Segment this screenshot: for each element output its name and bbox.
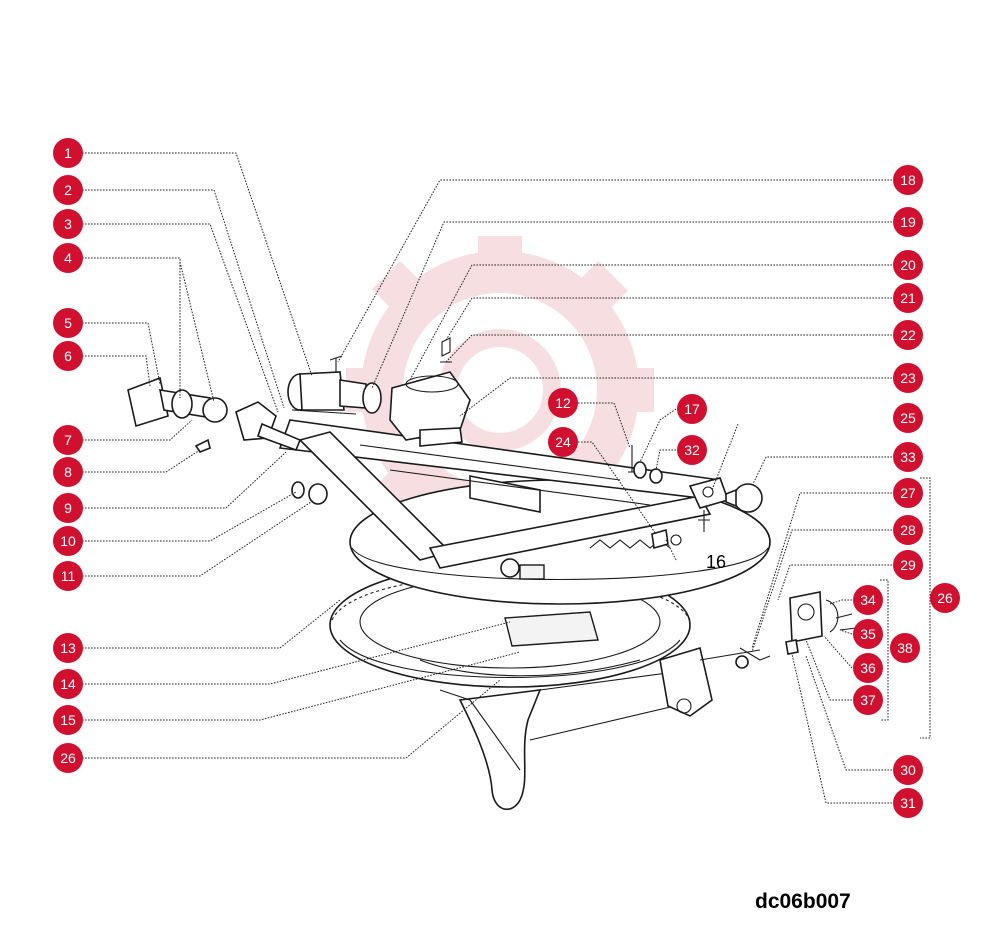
callout-badge: 35 bbox=[853, 619, 883, 649]
callout-badge: 19 bbox=[893, 207, 923, 237]
callout-badge: 7 bbox=[53, 425, 83, 455]
svg-text:10: 10 bbox=[60, 533, 76, 549]
svg-text:26: 26 bbox=[60, 750, 76, 766]
svg-text:11: 11 bbox=[61, 568, 76, 584]
svg-text:19: 19 bbox=[900, 214, 916, 230]
svg-text:2: 2 bbox=[64, 182, 72, 198]
svg-text:9: 9 bbox=[64, 500, 72, 516]
callout-badge: 29 bbox=[893, 550, 923, 580]
callout-badge: 32 bbox=[677, 435, 707, 465]
callout-badge: 12 bbox=[548, 388, 578, 418]
callout-badge: 9 bbox=[53, 493, 83, 523]
callout-badge: 21 bbox=[893, 283, 923, 313]
svg-text:31: 31 bbox=[900, 795, 916, 811]
svg-text:6: 6 bbox=[64, 348, 72, 364]
callout-badge: 3 bbox=[53, 209, 83, 239]
callout-badge: 4 bbox=[53, 243, 83, 273]
callout-badge: 26 bbox=[53, 743, 83, 773]
svg-text:29: 29 bbox=[900, 557, 916, 573]
svg-text:37: 37 bbox=[860, 692, 876, 708]
callout-badge: 6 bbox=[53, 341, 83, 371]
plain-part-label: 16 bbox=[706, 552, 726, 572]
svg-text:22: 22 bbox=[900, 327, 916, 343]
svg-text:35: 35 bbox=[860, 626, 876, 642]
callout-badge: 1 bbox=[53, 138, 83, 168]
callout-badge: 24 bbox=[548, 427, 578, 457]
svg-text:23: 23 bbox=[900, 370, 916, 386]
callout-badge: 27 bbox=[893, 478, 923, 508]
svg-text:15: 15 bbox=[60, 712, 76, 728]
callout-badge: 38 bbox=[890, 633, 920, 663]
svg-text:30: 30 bbox=[900, 762, 916, 778]
svg-text:13: 13 bbox=[60, 640, 76, 656]
svg-text:4: 4 bbox=[64, 250, 72, 266]
callout-badge: 17 bbox=[677, 394, 707, 424]
svg-text:21: 21 bbox=[900, 290, 916, 306]
callout-badge: 13 bbox=[53, 633, 83, 663]
callout-badge: 26 bbox=[930, 583, 960, 613]
svg-text:27: 27 bbox=[900, 485, 916, 501]
svg-text:1: 1 bbox=[64, 145, 72, 161]
drawing-code: dc06b007 bbox=[755, 890, 851, 913]
callout-badge: 5 bbox=[53, 308, 83, 338]
callout-badge: 11 bbox=[53, 561, 83, 591]
svg-text:7: 7 bbox=[64, 432, 72, 448]
svg-text:14: 14 bbox=[60, 676, 76, 692]
svg-text:36: 36 bbox=[860, 660, 876, 676]
callout-badge: 2 bbox=[53, 175, 83, 205]
callout-badge: 22 bbox=[893, 320, 923, 350]
callout-badge: 30 bbox=[893, 755, 923, 785]
svg-text:38: 38 bbox=[897, 640, 913, 656]
leader-lines bbox=[82, 152, 931, 804]
callout-badge: 34 bbox=[853, 585, 883, 615]
svg-text:33: 33 bbox=[900, 449, 916, 465]
machine-drawing bbox=[127, 337, 857, 811]
svg-text:25: 25 bbox=[900, 410, 916, 426]
svg-text:5: 5 bbox=[64, 315, 72, 331]
callout-badge: 33 bbox=[893, 442, 923, 472]
callout-badge: 31 bbox=[893, 788, 923, 818]
svg-text:17: 17 bbox=[684, 401, 700, 417]
svg-text:20: 20 bbox=[900, 257, 916, 273]
callout-badge: 14 bbox=[53, 669, 83, 699]
svg-text:24: 24 bbox=[555, 434, 571, 450]
callout-badge: 15 bbox=[53, 705, 83, 735]
callout-badges: 1 2 3 4 5 6 7 8 9 10 11 12 13 14 15 24 2… bbox=[53, 138, 960, 818]
svg-text:12: 12 bbox=[555, 395, 571, 411]
callout-badge: 25 bbox=[893, 403, 923, 433]
callout-badge: 8 bbox=[53, 457, 83, 487]
callout-badge: 37 bbox=[853, 685, 883, 715]
callout-badge: 28 bbox=[893, 515, 923, 545]
svg-text:32: 32 bbox=[684, 442, 700, 458]
svg-text:28: 28 bbox=[900, 522, 916, 538]
svg-text:18: 18 bbox=[900, 172, 916, 188]
callout-badge: 23 bbox=[893, 363, 923, 393]
svg-text:34: 34 bbox=[860, 592, 876, 608]
callout-badge: 18 bbox=[893, 165, 923, 195]
svg-text:3: 3 bbox=[64, 216, 72, 232]
callout-badge: 36 bbox=[853, 653, 883, 683]
callout-badge: 20 bbox=[893, 250, 923, 280]
callout-badge: 10 bbox=[53, 526, 83, 556]
svg-text:8: 8 bbox=[64, 464, 72, 480]
svg-text:26: 26 bbox=[937, 590, 953, 606]
